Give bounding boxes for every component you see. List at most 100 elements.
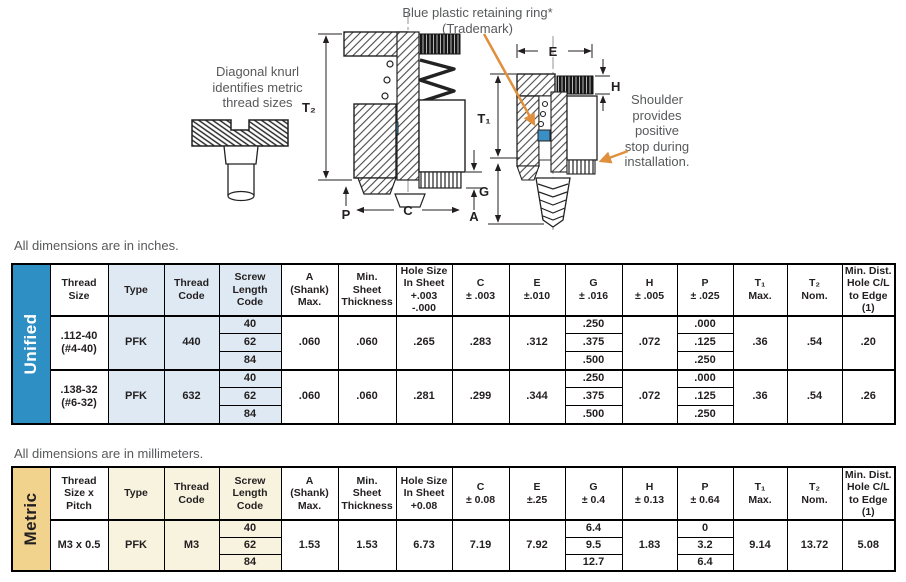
knurl-caption: Diagonal knurl identifies metric thread … [212, 64, 303, 110]
col-header-a-shank: A (Shank) Max. [280, 466, 339, 521]
shoulder-callout-arrow [598, 149, 629, 164]
metric-section-bar: Metric [11, 466, 51, 572]
col-header-a-shank: A (Shank) Max. [280, 263, 339, 316]
col-header-screw-length-code: Screw Length Code [218, 466, 282, 521]
cell-min-dist: 5.08 [841, 519, 896, 572]
cell-min-dist: .20 [841, 314, 896, 370]
cell-screw-length: 40 [218, 368, 282, 388]
cell-g: .375 [564, 387, 623, 406]
shank [227, 164, 255, 196]
cell-hole-size: 6.73 [395, 519, 453, 572]
cell-p: .250 [676, 405, 734, 424]
col-header-thread-size: Thread Size [49, 263, 109, 316]
col-header-hole-size: Hole Size In Sheet +0.08 [395, 466, 453, 521]
col-header-t2: T₂ Nom. [786, 263, 843, 316]
retaining-ring-caption: Blue plastic retaining ring* (Trademark) [402, 5, 553, 36]
cell-t2: .54 [786, 368, 843, 424]
dim-a [466, 150, 482, 210]
cell-c: .299 [451, 368, 510, 424]
cell-h: .072 [621, 368, 678, 424]
cell-hole-size: .281 [395, 368, 453, 424]
body-right [566, 95, 598, 161]
cell-e: .344 [508, 368, 566, 424]
cell-screw-length: 62 [218, 536, 282, 555]
cell-p: .125 [676, 333, 734, 352]
dim-t1 [490, 73, 520, 159]
threaded-stud [535, 177, 571, 228]
dim-label-a: A [469, 209, 479, 224]
screw-shaft-section [396, 31, 420, 181]
dim-t2 [318, 33, 352, 181]
cell-p: .000 [676, 368, 734, 388]
cell-g: 12.7 [564, 553, 623, 572]
cell-g: .250 [564, 314, 623, 334]
table-subrow: 62 .375 .125 [12, 387, 895, 406]
fastener-side-view [191, 119, 289, 202]
cell-h: 1.83 [621, 519, 678, 572]
stud-threads [537, 183, 569, 221]
dim-label-h: H [611, 79, 620, 94]
cell-a-shank: .060 [280, 368, 339, 424]
cell-p: .125 [676, 387, 734, 406]
shoulder-caption: Shoulder provides positive stop during i… [624, 92, 690, 169]
metric-table: Metric Thread Size x Pitch Type Thread C… [11, 466, 896, 572]
dim-g [488, 163, 544, 225]
cell-p: .250 [676, 351, 734, 370]
col-header-min-dist: Min. Dist. Hole C/L to Edge (1) [841, 466, 896, 521]
body-left-pilot [357, 177, 397, 195]
col-header-e: E ±.010 [508, 263, 566, 316]
table-row: .138-32 (#6-32) PFK 632 40 .060 .060 .28… [12, 368, 896, 424]
dim-h [595, 59, 610, 111]
cell-p: 6.4 [676, 553, 734, 572]
col-header-p: P ± .025 [676, 263, 734, 316]
unified-section-label: Unified [21, 313, 41, 375]
metric-section-label: Metric [21, 492, 41, 546]
col-header-min-sheet: Min. Sheet Thickness [337, 263, 397, 316]
cell-p: 0 [676, 519, 734, 538]
fastener-section-view: T₂ P C A [302, 12, 482, 224]
body-right [418, 99, 466, 173]
col-header-t1: T₁ Max. [732, 263, 788, 316]
cell-thread-size: M3 x 0.5 [49, 519, 109, 572]
col-header-type: Type [107, 466, 165, 521]
cell-g: 6.4 [564, 519, 623, 538]
ring-callout-arrow [482, 33, 536, 127]
dim-label-t2: T₂ [302, 100, 316, 115]
cell-a-shank: 1.53 [280, 519, 339, 572]
cell-c: .283 [451, 314, 510, 370]
dim-label-e: E [549, 44, 558, 59]
flange-section [516, 73, 556, 97]
cell-t1: .36 [732, 314, 788, 370]
cell-min-sheet: .060 [337, 368, 397, 424]
shoulder-knurl-band [566, 159, 596, 175]
spring-coil-sections [537, 100, 549, 128]
cell-thread-size: .112-40 (#4-40) [49, 314, 109, 370]
col-header-h: H ± .005 [621, 263, 678, 316]
col-header-type: Type [107, 263, 165, 316]
inches-note: All dimensions are in inches. [14, 238, 179, 253]
cell-thread-code: 440 [163, 314, 220, 370]
cell-thread-size: .138-32 (#6-32) [49, 368, 109, 424]
cell-g: 9.5 [564, 536, 623, 555]
cell-screw-length: 62 [218, 333, 282, 352]
cell-type: PFK [107, 368, 165, 424]
blue-retaining-ring [537, 129, 551, 142]
cell-screw-length: 40 [218, 314, 282, 334]
core-section [550, 91, 568, 173]
cell-screw-length: 40 [218, 519, 282, 538]
col-header-thread-code: Thread Code [163, 466, 220, 521]
table-row: .112-40 (#4-40) PFK 440 40 .060 .060 .26… [12, 314, 896, 370]
dim-label-p: P [342, 207, 351, 222]
unified-table: Unified Thread Size Type Thread Code Scr… [11, 263, 896, 425]
col-header-min-dist: Min. Dist. Hole C/L to Edge (1) [841, 263, 896, 316]
cell-e: 7.92 [508, 519, 566, 572]
cell-t1: .36 [732, 368, 788, 424]
cell-h: .072 [621, 314, 678, 370]
cell-g: .375 [564, 333, 623, 352]
dim-label-g: G [479, 184, 489, 199]
cell-type: PFK [107, 519, 165, 572]
knurled-knob [556, 75, 594, 95]
unified-section-bar: Unified [11, 263, 51, 424]
dim-e [516, 44, 593, 58]
